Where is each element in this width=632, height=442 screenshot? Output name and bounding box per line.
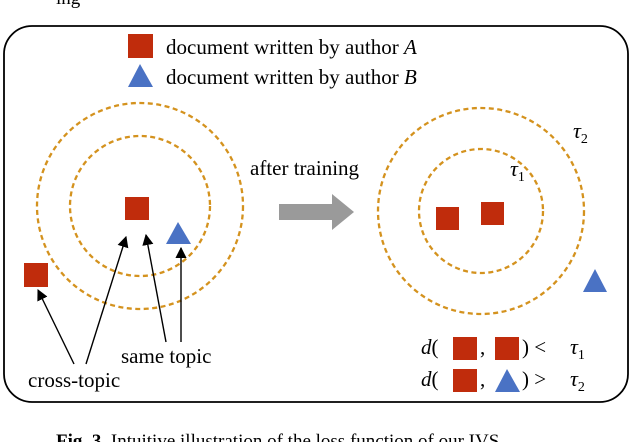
same-topic-arrow-1 — [142, 233, 167, 343]
svg-text:τ1: τ1 — [570, 334, 585, 363]
tau1-label: τ1 — [510, 156, 525, 185]
legend-author-b-text: document written by author B — [166, 65, 417, 89]
svg-text:d(: d( — [421, 335, 439, 359]
same-topic-label: same topic — [121, 344, 211, 368]
svg-text:,: , — [480, 335, 485, 359]
caption-text: Intuitive illustration of the loss funct… — [110, 431, 500, 442]
diagram-frame — [3, 25, 629, 403]
legend-triangle-icon — [128, 64, 153, 87]
top-partial-text-clip: ing — [0, 0, 632, 12]
left-doc-b-triangle — [166, 222, 191, 244]
legend-author-a-text: document written by author A — [166, 35, 417, 59]
left-outer-circle — [35, 101, 245, 311]
right-doc-a-square-2 — [481, 202, 504, 225]
svg-text:d(: d( — [421, 367, 439, 391]
right-outer-circle — [376, 106, 586, 316]
tau2-label: τ2 — [573, 118, 588, 147]
after-training-arrow — [279, 194, 354, 230]
outlier-doc-a-square — [24, 263, 48, 287]
figure-caption: Fig. 3. Intuitive illustration of the lo… — [56, 431, 499, 442]
left-inner-circle — [68, 134, 212, 278]
formula-diff-author: d( , ) > τ2 — [421, 366, 585, 395]
svg-text:,: , — [480, 367, 485, 391]
caption-label: Fig. 3. — [56, 431, 107, 442]
svg-text:) <: ) < — [522, 335, 546, 359]
cross-topic-arrow-2 — [85, 235, 129, 365]
left-doc-a-square — [125, 197, 149, 220]
cross-topic-arrow-1 — [37, 288, 75, 365]
svg-text:) >: ) > — [522, 367, 546, 391]
svg-text:τ2: τ2 — [570, 366, 585, 395]
after-training-label: after training — [250, 156, 360, 180]
cross-topic-label: cross-topic — [28, 368, 120, 392]
right-doc-a-square-1 — [436, 207, 459, 230]
top-partial-text: ing — [56, 0, 80, 10]
right-doc-b-triangle — [583, 269, 607, 292]
formula-same-author: d( , ) < τ1 — [421, 334, 585, 363]
right-inner-circle — [417, 147, 545, 275]
legend-square-icon — [128, 34, 153, 58]
caption-clip: Fig. 3. Intuitive illustration of the lo… — [0, 428, 632, 442]
